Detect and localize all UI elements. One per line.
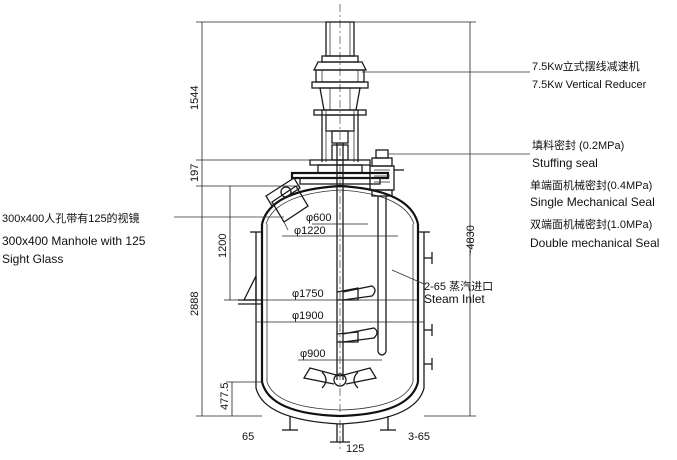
steam-en: Steam Inlet (424, 292, 485, 306)
seal-pipe (369, 149, 404, 356)
stuffing-en: Stuffing seal (532, 156, 598, 170)
dim-900: φ900 (300, 348, 326, 360)
dim-bottom-center: 125 (346, 443, 364, 455)
manhole-en-1: 300x400 Manhole with 125 (2, 234, 146, 248)
leaders (174, 71, 530, 285)
manhole (265, 177, 309, 231)
motor-reducer (311, 21, 369, 144)
dim-1750: φ1750 (292, 288, 324, 300)
manhole-en-2: Sight Glass (2, 252, 63, 266)
support-lugs (238, 275, 262, 305)
stuffing-cn: 填料密封 (0.2MPa) (532, 138, 624, 152)
dim-bottom-left: 65 (242, 431, 254, 443)
steam-cn: 2-65 蒸汽进口 (424, 279, 493, 293)
dim-overall-height: ~4830 (465, 225, 477, 256)
left-dimensions (196, 21, 326, 417)
dim-1220: φ1220 (294, 225, 326, 237)
agitator (302, 143, 378, 389)
reducer-cn: 7.5Kw立式摆线减速机 (532, 59, 640, 73)
reducer-en: 7.5Kw Vertical Reducer (532, 79, 647, 91)
dimension-labels: 1544 197 1200 2888 477.5 ~4830 φ600 φ122… (189, 86, 477, 455)
dim-1900: φ1900 (292, 310, 324, 322)
vessel-body (250, 224, 430, 425)
right-dimension (354, 21, 476, 417)
dim-manhole-height: 1200 (217, 234, 229, 258)
dim-vessel-height: 2888 (189, 292, 201, 316)
callouts: 7.5Kw立式摆线减速机 7.5Kw Vertical Reducer 填料密封… (2, 59, 659, 306)
dim-bottom-right: 3-65 (408, 431, 430, 443)
single-cn: 单端面机械密封(0.4MPa) (530, 178, 652, 192)
side-nozzles (424, 252, 433, 370)
dim-flange-height: 197 (189, 164, 201, 182)
double-en: Double mechanical Seal (530, 236, 659, 250)
double-cn: 双端面机械密封(1.0MPa) (530, 217, 652, 231)
bottom-nozzles (282, 416, 396, 443)
manhole-cn: 300x400人孔带有125的视镜 (2, 211, 140, 225)
dim-motor-height: 1544 (189, 86, 201, 110)
dim-bottom-height: 477.5 (219, 382, 231, 410)
dim-600: φ600 (306, 212, 332, 224)
single-en: Single Mechanical Seal (530, 195, 655, 209)
diameter-lines (256, 223, 424, 361)
